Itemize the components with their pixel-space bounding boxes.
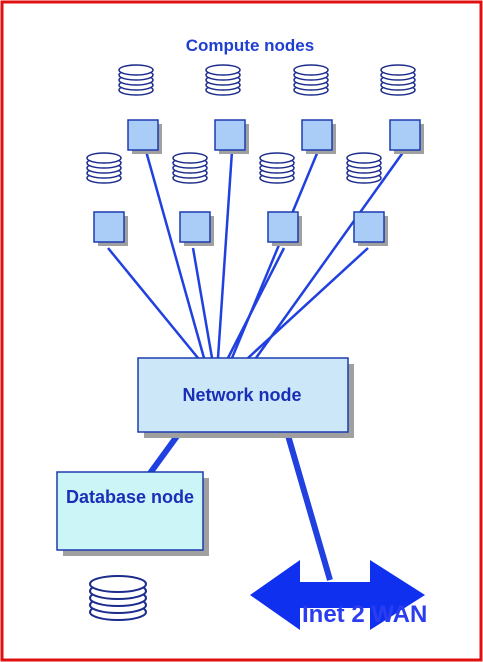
compute-node-icon [301, 119, 333, 151]
compute-node-4 [380, 64, 424, 154]
compute-node-3 [293, 64, 336, 154]
compute-node-7 [259, 152, 302, 246]
disk-stack-icon [118, 64, 154, 96]
database-disk-stack-icon [89, 575, 147, 621]
compute-node-8 [346, 152, 388, 246]
compute-links [107, 150, 406, 359]
compute-node-icon [93, 211, 125, 243]
link-bottom-1 [107, 247, 199, 359]
compute-nodes-title: Compute nodes [185, 36, 315, 55]
link-database [145, 430, 183, 478]
link-top-2 [216, 150, 234, 359]
disk-stack-icon [86, 152, 122, 184]
link-top-4 [254, 150, 406, 359]
double-arrow-icon [250, 560, 425, 630]
disk-stack-icon [293, 64, 329, 96]
disk-stack-icon [205, 64, 241, 96]
disk-stack-icon [380, 64, 416, 96]
link-top-1 [144, 150, 206, 359]
database-node-box [56, 471, 204, 551]
link-wan [284, 431, 333, 581]
network-node-label: Network node [182, 385, 302, 405]
wan-label: Inet 2 WAN [302, 601, 428, 628]
compute-node-2 [205, 64, 249, 154]
compute-node-icon [179, 211, 211, 243]
compute-node-icon [127, 119, 159, 151]
database-node-label: Database node [65, 487, 195, 507]
compute-node-icon [389, 119, 421, 151]
compute-node-6 [172, 152, 214, 246]
disk-stack-icon [172, 152, 208, 184]
network-node-box [137, 357, 349, 433]
compute-node-icon [353, 211, 385, 243]
compute-node-1 [118, 64, 162, 154]
compute-node-icon [214, 119, 246, 151]
compute-node-icon [267, 211, 299, 243]
link-bottom-2 [191, 247, 214, 359]
disk-stack-icon [259, 152, 295, 184]
disk-stack-icon [346, 152, 382, 184]
link-bottom-4 [247, 247, 369, 359]
compute-node-5 [86, 152, 128, 246]
link-bottom-3 [226, 247, 286, 359]
